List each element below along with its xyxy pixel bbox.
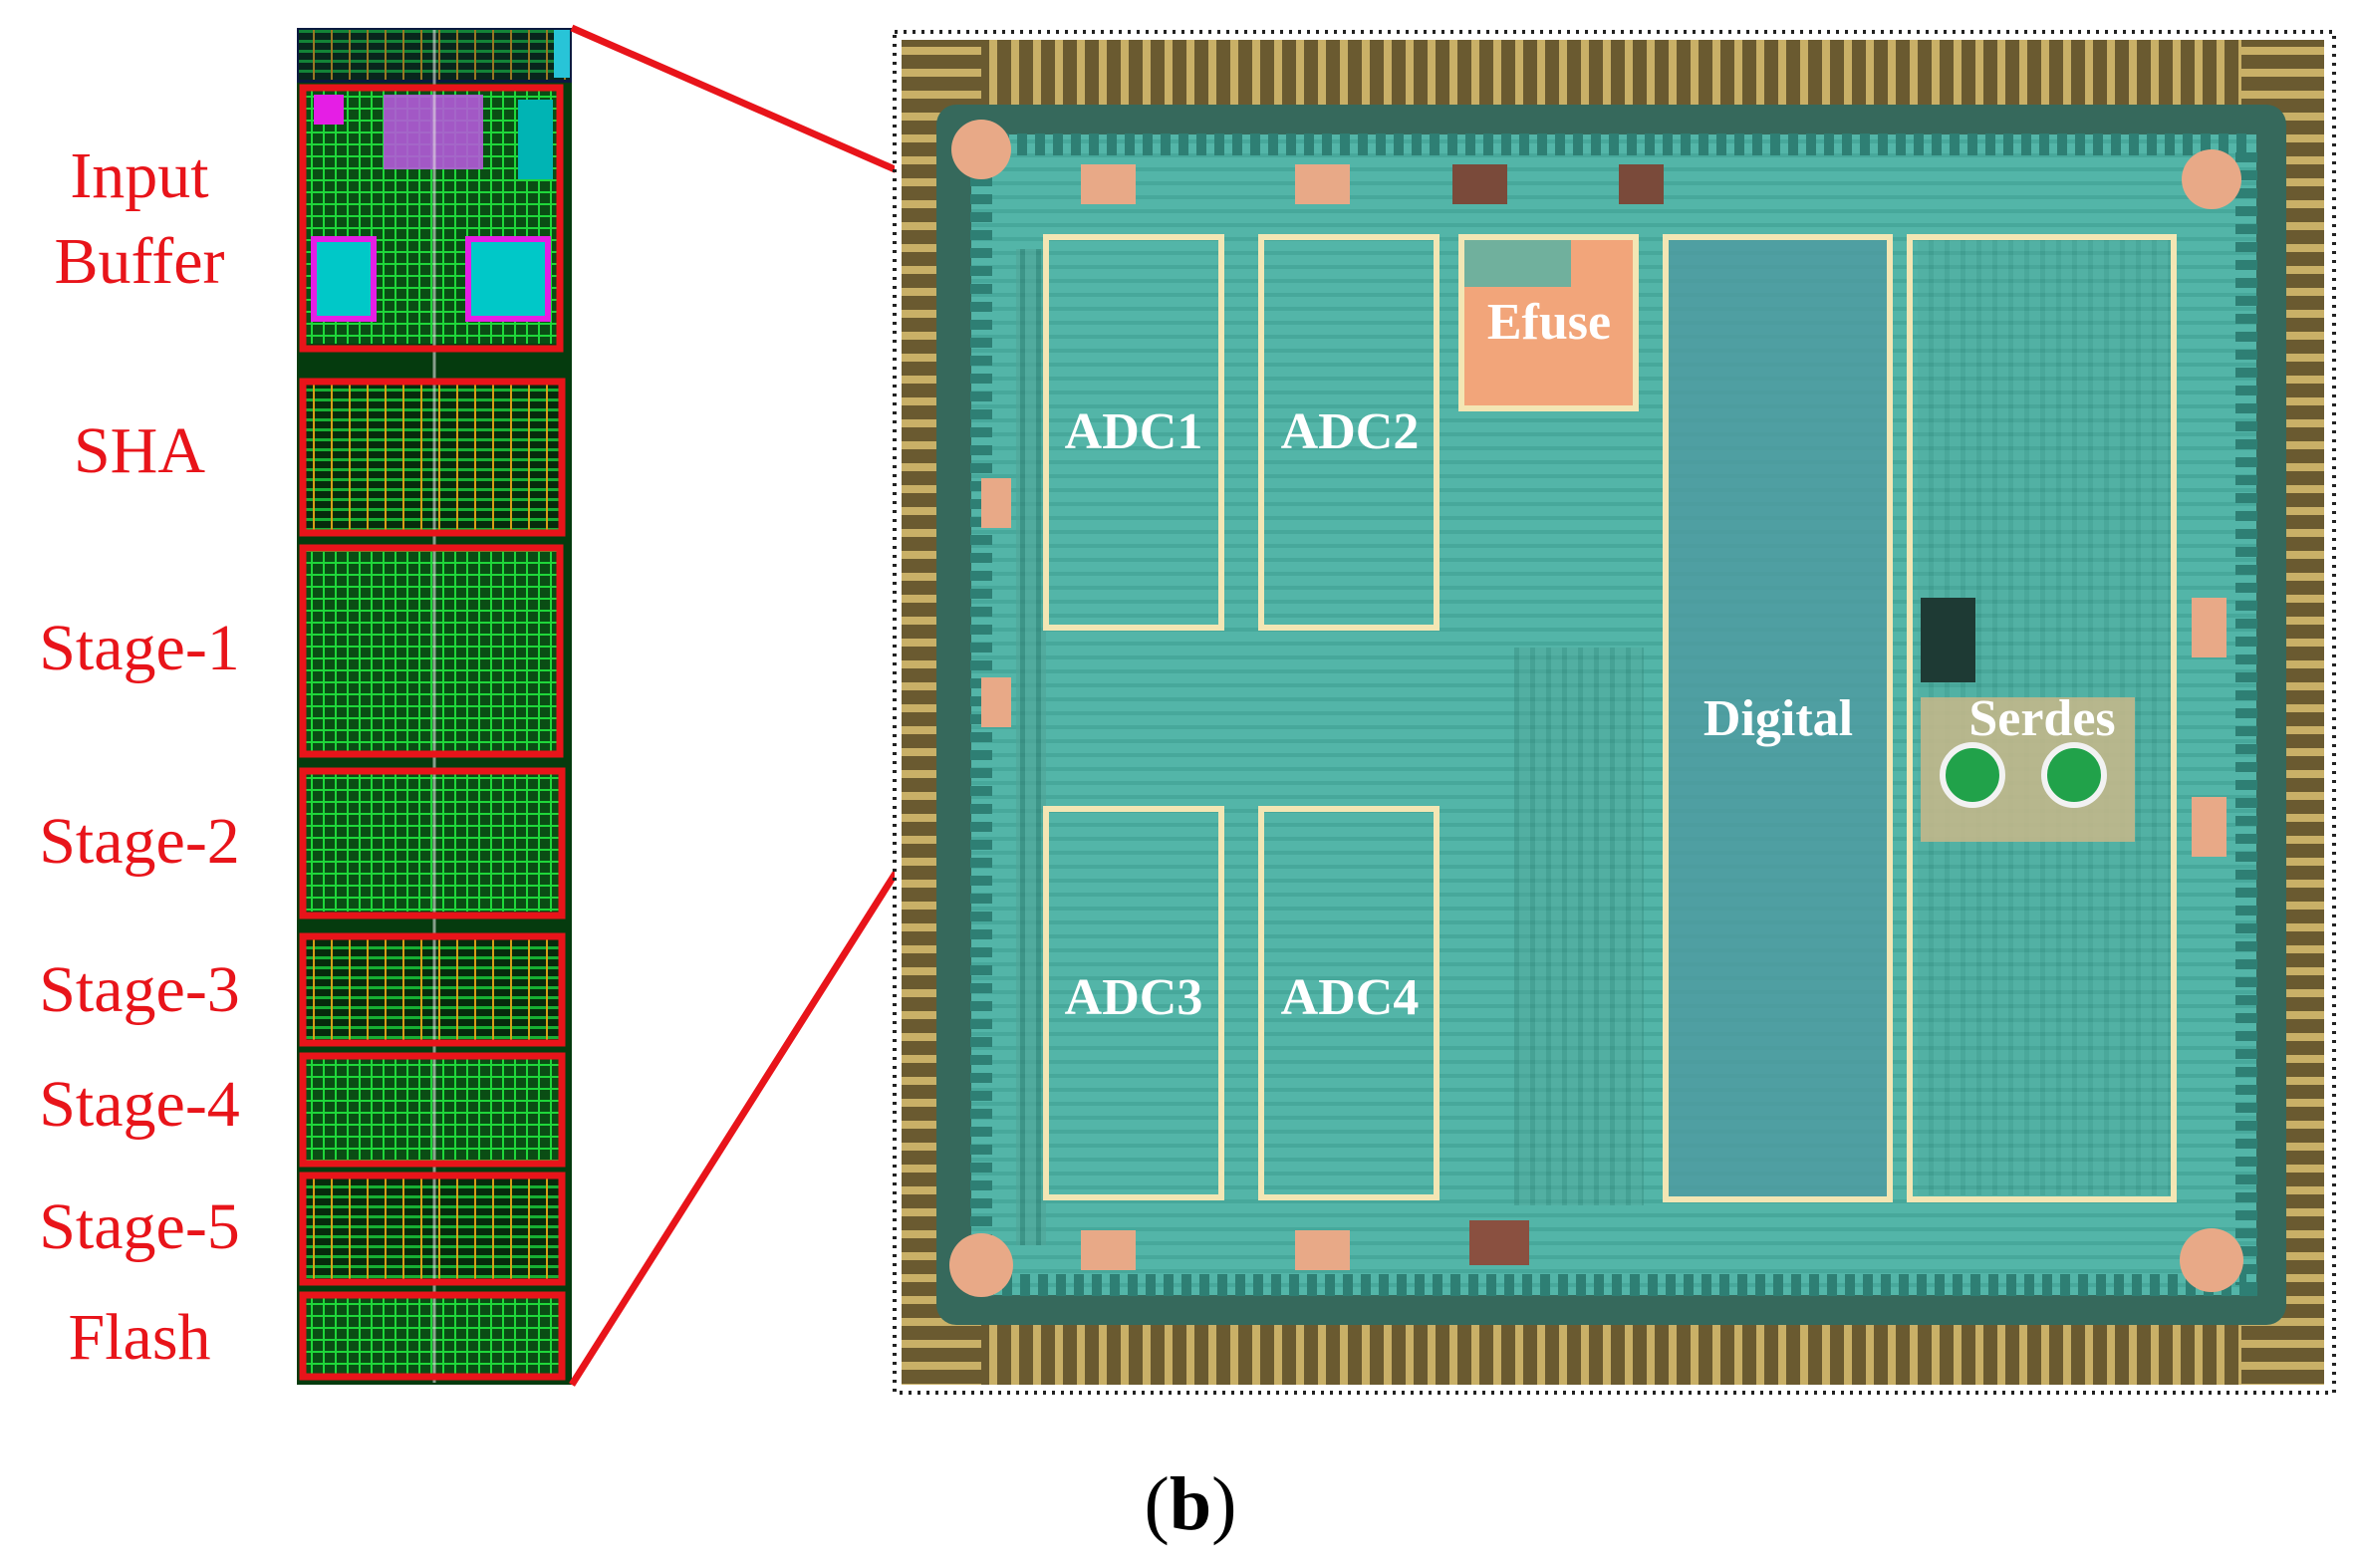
stage5-label: Stage-5 bbox=[39, 1190, 240, 1263]
layout-strip: Input Buffer SHA Stage-1 Stage-2 Stage-3… bbox=[39, 28, 572, 1385]
sha-label: SHA bbox=[74, 414, 205, 487]
efuse-label: Efuse bbox=[1487, 294, 1611, 351]
adc4-box bbox=[1258, 806, 1440, 1200]
adc3-box bbox=[1043, 806, 1224, 1200]
digital-box bbox=[1663, 234, 1893, 1202]
stage3-box bbox=[299, 932, 566, 1047]
adc1-box bbox=[1043, 234, 1224, 631]
figure-caption: (b) bbox=[1145, 1462, 1237, 1546]
die-photo: ADC1 ADC2 Efuse ADC3 ADC4 Digital Serdes bbox=[893, 30, 2336, 1395]
stage1-box bbox=[299, 544, 564, 758]
stage2-box bbox=[299, 767, 566, 919]
stage4-box bbox=[299, 1052, 566, 1168]
stage3-label: Stage-3 bbox=[39, 953, 240, 1026]
stage2-label: Stage-2 bbox=[39, 805, 240, 878]
caption-open: ( bbox=[1145, 1462, 1170, 1546]
adc1-label: ADC1 bbox=[1065, 403, 1203, 460]
stage4-label: Stage-4 bbox=[39, 1068, 240, 1141]
adc4-label: ADC4 bbox=[1281, 969, 1420, 1026]
input-buffer-label-1: Input bbox=[70, 139, 208, 212]
caption-close: ) bbox=[1211, 1462, 1236, 1546]
caption-letter: b bbox=[1170, 1462, 1211, 1546]
adc3-label: ADC3 bbox=[1065, 969, 1203, 1026]
adc2-label: ADC2 bbox=[1281, 403, 1420, 460]
serdes-label: Serdes bbox=[1968, 690, 2115, 747]
sha-box bbox=[299, 378, 566, 537]
flash-label: Flash bbox=[68, 1301, 210, 1374]
efuse-box bbox=[1458, 234, 1639, 411]
input-buffer-label-2: Buffer bbox=[54, 225, 224, 298]
stage5-box bbox=[299, 1172, 566, 1286]
digital-label: Digital bbox=[1703, 690, 1853, 747]
input-buffer-box bbox=[299, 84, 564, 353]
serdes-box bbox=[1907, 234, 2177, 1202]
flash-box bbox=[299, 1291, 566, 1381]
adc2-box bbox=[1258, 234, 1440, 631]
stage1-label: Stage-1 bbox=[39, 612, 240, 684]
